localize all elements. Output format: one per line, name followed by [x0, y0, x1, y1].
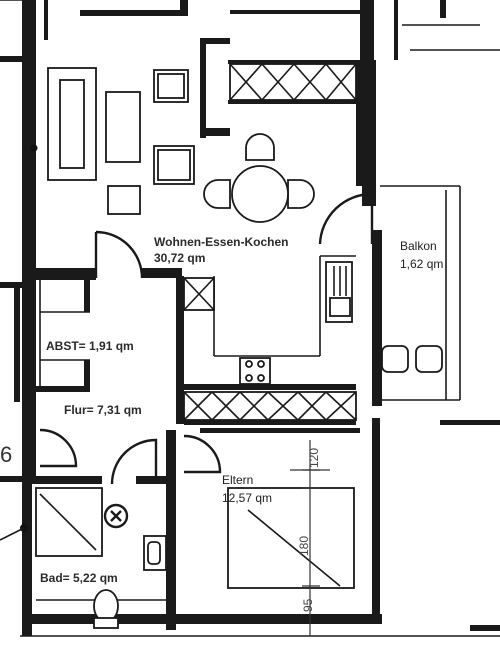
label-eltern-area: 12,57 qm — [222, 491, 272, 505]
label-balkon-name: Balkon — [400, 239, 437, 253]
dining-set — [203, 133, 315, 223]
dimension-180: 180 — [297, 536, 311, 556]
label-balkon-area: 1,62 qm — [400, 257, 443, 271]
sofa-set — [47, 67, 195, 215]
kitchen-unit — [183, 261, 353, 385]
bathroom-fixtures — [35, 487, 167, 629]
unit-number: 6 — [0, 442, 12, 467]
markers — [0, 144, 38, 541]
dimension-95: 95 — [301, 598, 315, 612]
label-abst: ABST= 1,91 qm — [46, 339, 134, 353]
dimension-120: 120 — [307, 448, 321, 468]
label-eltern-name: Eltern — [222, 473, 253, 487]
kitchen-cabinets-bottom — [183, 391, 357, 421]
label-bad: Bad= 5,22 qm — [40, 571, 118, 585]
label-wohnen-name: Wohnen-Essen-Kochen — [154, 235, 288, 249]
label-wohnen-area: 30,72 qm — [154, 251, 205, 265]
bedroom-bed — [227, 440, 355, 636]
kitchen-cabinets-top — [229, 63, 357, 101]
label-flur: Flur= 7,31 qm — [64, 403, 142, 417]
balcony-chairs — [381, 345, 443, 373]
doors — [39, 192, 374, 485]
